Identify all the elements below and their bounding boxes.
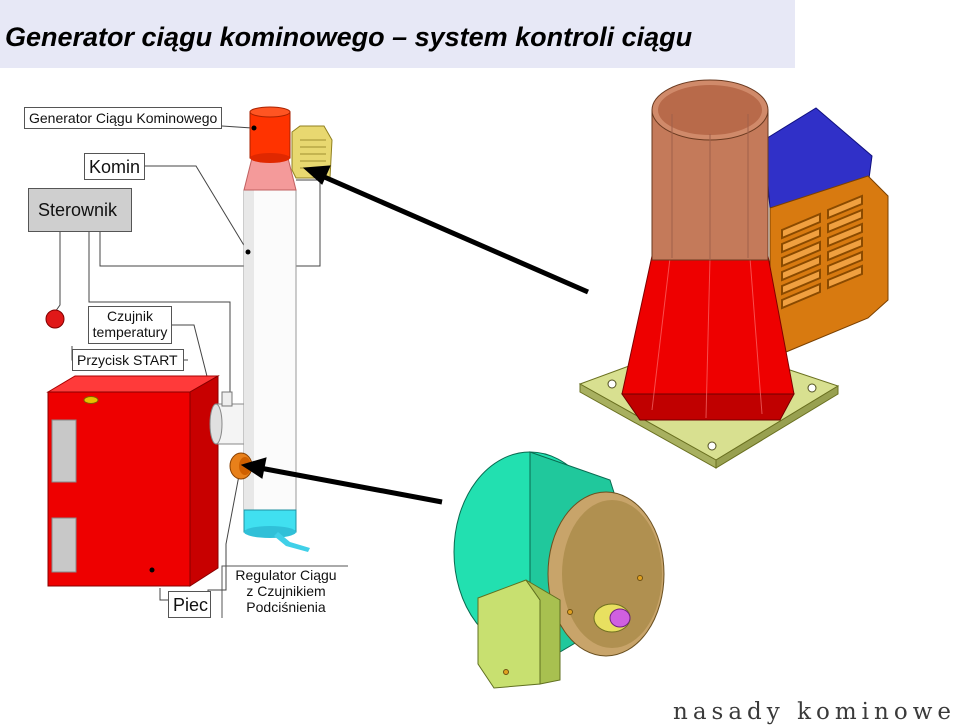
label-przycisk: Przycisk START (72, 349, 184, 371)
label-regulator-line1: Regulator Ciągu (235, 567, 337, 583)
boiler (46, 375, 220, 587)
page-title: Generator ciągu kominowego – system kont… (5, 22, 693, 52)
label-czujnik-line2: temperatury (92, 324, 168, 340)
label-piec: Piec (168, 591, 211, 618)
label-sterownik: Sterownik (28, 188, 132, 232)
label-czujnik-line1: Czujnik (107, 308, 153, 324)
label-regulator: Regulator Ciągu z Czujnikiem Podciśnieni… (226, 567, 346, 615)
label-czujnik: Czujnik temperatury (88, 306, 172, 344)
start-button-symbol (45, 309, 65, 329)
title-band (0, 0, 795, 68)
label-generator: Generator Ciągu Kominowego (24, 107, 222, 129)
brand-watermark: nasady kominowe (673, 699, 956, 725)
generator-3d-model (578, 79, 889, 469)
chimney-generator (243, 106, 333, 191)
label-regulator-line3: Podciśnienia (246, 599, 326, 615)
pointer-arrows (240, 165, 589, 505)
label-regulator-line2: z Czujnikiem (246, 583, 326, 599)
label-komin: Komin (84, 153, 145, 180)
chimney (243, 189, 310, 552)
draft-regulator-3d-model (453, 451, 665, 689)
